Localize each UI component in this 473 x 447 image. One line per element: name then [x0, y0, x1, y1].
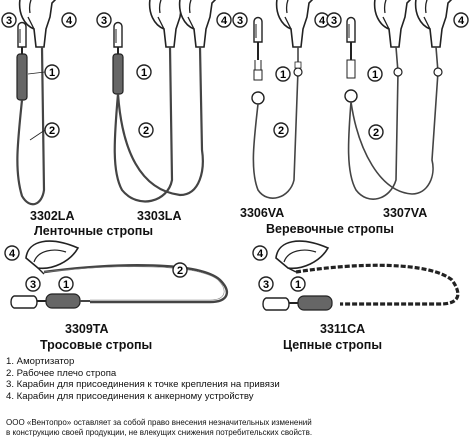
svg-text:2: 2: [143, 125, 149, 137]
svg-text:4: 4: [458, 15, 465, 27]
group-cable: Тросовые стропы: [40, 338, 152, 352]
lanyard-3311ca-drawing: [263, 241, 458, 310]
callout-1-3306va: 1: [276, 67, 290, 81]
svg-text:3: 3: [263, 279, 269, 291]
legend-item: 4. Карабин для присоединения к анкерному…: [6, 391, 280, 403]
model-3311ca: 3311CA: [320, 322, 365, 336]
callout-3-3302la: 3: [2, 13, 16, 27]
callout-3-3303la: 3: [97, 13, 111, 27]
svg-text:3: 3: [30, 279, 36, 291]
callout-2-3309ta: 2: [173, 263, 187, 277]
legend-item: 2. Рабочее плечо стропа: [6, 368, 280, 380]
disclaimer: ООО «Вентопро» оставляет за собой право …: [6, 418, 312, 438]
callout-2-3303la: 2: [139, 123, 153, 137]
svg-text:4: 4: [9, 248, 16, 260]
svg-text:2: 2: [278, 125, 284, 137]
callout-3-3306va: 3: [233, 13, 247, 27]
model-3306va: 3306VA: [240, 206, 284, 220]
svg-text:1: 1: [63, 279, 69, 291]
callout-2-3306va: 2: [274, 123, 288, 137]
lanyard-3307va-drawing: [345, 0, 455, 199]
callout-4-3303la: 4: [217, 13, 231, 27]
lanyard-3303la-drawing: [113, 0, 219, 201]
disclaimer-line: в конструкцию своей продукции, не влекущ…: [6, 428, 312, 438]
callout-2-3302la: 2: [45, 123, 59, 137]
svg-text:1: 1: [49, 67, 55, 79]
legend: 1. Амортизатор 2. Рабочее плечо стропа 3…: [6, 356, 280, 402]
shock-absorber: [46, 294, 80, 308]
callout-3-3309ta: 3: [26, 277, 40, 291]
shock-absorber: [17, 54, 27, 100]
callout-4-3307va: 4: [454, 13, 468, 27]
callout-1-3302la: 1: [45, 65, 59, 79]
svg-text:3: 3: [331, 15, 337, 27]
svg-text:1: 1: [141, 67, 147, 79]
model-3302la: 3302LA: [30, 209, 74, 223]
legend-item: 1. Амортизатор: [6, 356, 280, 368]
model-3303la: 3303LA: [137, 209, 181, 223]
callout-4-3302la: 4: [62, 13, 76, 27]
lanyard-3302la-drawing: [17, 0, 59, 204]
lanyard-3309ta-drawing: [11, 241, 227, 308]
lanyard-3306va-drawing: [252, 0, 316, 198]
svg-text:1: 1: [372, 69, 378, 81]
svg-text:3: 3: [6, 15, 12, 27]
model-3309ta: 3309TA: [65, 322, 109, 336]
svg-text:3: 3: [237, 15, 243, 27]
callout-4-3311ca: 4: [253, 246, 267, 260]
callout-2-3307va: 2: [369, 125, 383, 139]
callout-3-3307va: 3: [327, 13, 341, 27]
callout-4-3309ta: 4: [5, 246, 19, 260]
svg-text:1: 1: [295, 279, 301, 291]
legend-item: 3. Карабин для присоединения к точке кре…: [6, 379, 280, 391]
group-chain: Цепные стропы: [283, 338, 382, 352]
group-webbing: Ленточные стропы: [34, 224, 153, 238]
svg-text:4: 4: [319, 15, 326, 27]
callout-1-3307va: 1: [368, 67, 382, 81]
svg-text:3: 3: [101, 15, 107, 27]
shock-absorber: [298, 296, 332, 310]
callout-1-3311ca: 1: [291, 277, 305, 291]
svg-text:2: 2: [49, 125, 55, 137]
svg-text:2: 2: [177, 265, 183, 277]
callout-1-3309ta: 1: [59, 277, 73, 291]
svg-text:2: 2: [373, 127, 379, 139]
svg-text:4: 4: [66, 15, 73, 27]
svg-text:4: 4: [257, 248, 264, 260]
group-rope: Веревочные стропы: [266, 222, 394, 236]
callout-1-3303la: 1: [137, 65, 151, 79]
callout-3-3311ca: 3: [259, 277, 273, 291]
svg-text:4: 4: [221, 15, 228, 27]
disclaimer-line: ООО «Вентопро» оставляет за собой право …: [6, 418, 312, 428]
model-3307va: 3307VA: [383, 206, 427, 220]
svg-text:1: 1: [280, 69, 286, 81]
